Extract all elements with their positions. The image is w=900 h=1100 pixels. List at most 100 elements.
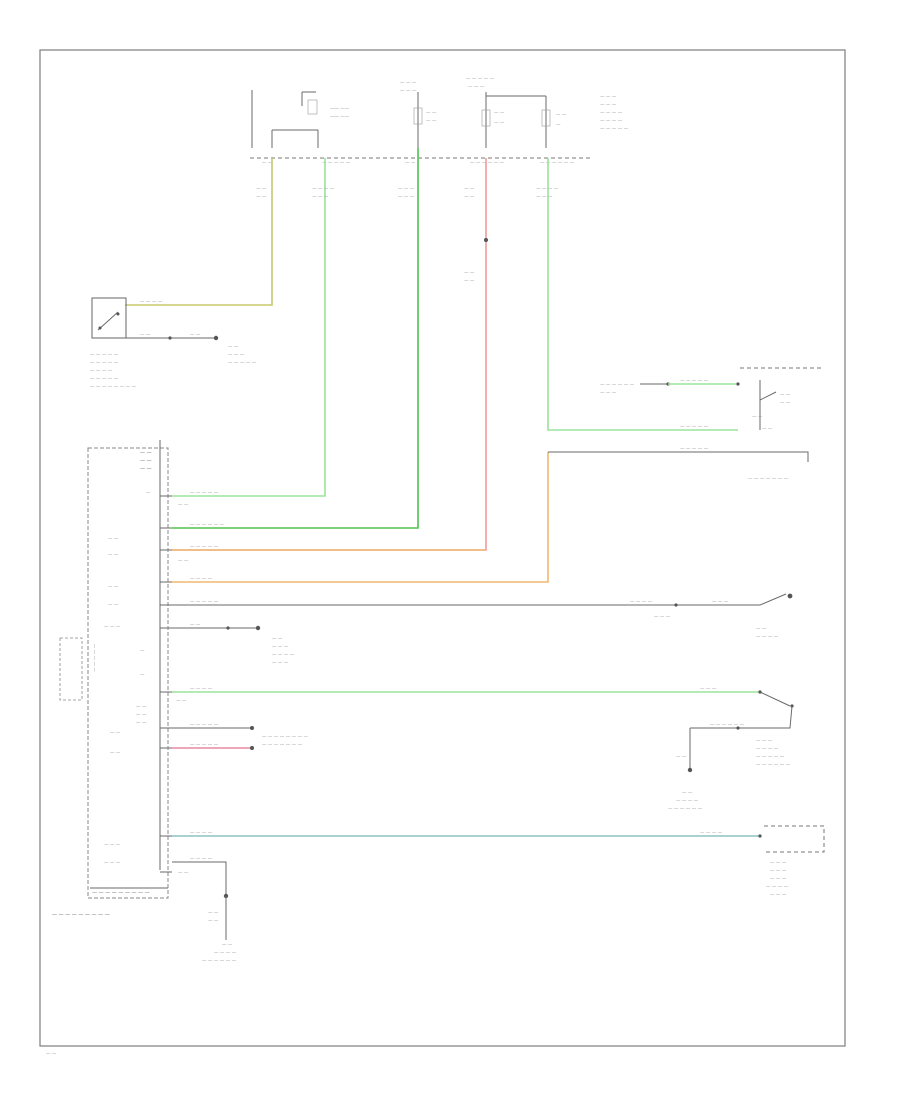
svg-text:— —: — — bbox=[110, 751, 121, 756]
svg-text:— —: — — bbox=[190, 333, 201, 338]
svg-text:— — — — — —: — — — — — — bbox=[190, 523, 225, 528]
svg-text:— — —: — — — bbox=[272, 661, 289, 666]
svg-text:— —: — — bbox=[110, 731, 121, 736]
svg-text:— — —: — — — bbox=[104, 861, 121, 866]
svg-text:— —: — — bbox=[556, 113, 567, 118]
svg-text:— — — — —: — — — — — bbox=[190, 600, 219, 605]
svg-text:— — —: — — — bbox=[400, 81, 417, 86]
svg-text:—— ——: —— —— bbox=[330, 115, 350, 120]
svg-text:—: — bbox=[140, 673, 145, 678]
svg-text:— — —: — — — bbox=[228, 353, 245, 358]
svg-text:— —: — — bbox=[762, 427, 773, 432]
svg-text:— — —: — — — bbox=[770, 877, 787, 882]
svg-text:—: — bbox=[140, 649, 145, 654]
svg-text:— — —: — — — bbox=[272, 645, 289, 650]
svg-text:— — — —: — — — — bbox=[190, 831, 213, 836]
wire-orange: — — — — — — — — — — — bbox=[172, 452, 549, 583]
svg-text:— —: — — bbox=[178, 503, 189, 508]
svg-text:— — —: — — — bbox=[770, 893, 787, 898]
svg-text:— — — —: — — — — bbox=[214, 951, 237, 956]
svg-text:— — — —: — — — — bbox=[756, 747, 779, 752]
svg-text:— — —: — — — bbox=[712, 600, 729, 605]
svg-text:— — —: — — — bbox=[398, 187, 415, 192]
wire-gray-horizontal: — — — — — — — — — — — — — — — bbox=[172, 600, 760, 620]
svg-text:— — — —: — — — — bbox=[536, 187, 559, 192]
svg-text:— — —: — — — bbox=[700, 687, 717, 692]
svg-text:— —: — — bbox=[228, 345, 239, 350]
svg-text:— — — — —: — — — — — bbox=[93, 643, 98, 672]
right-switch-top: — — — — — — — — — — — — — — — — — — — — … bbox=[600, 367, 824, 432]
svg-text:— — —: — — — bbox=[400, 89, 417, 94]
svg-text:— — —: — — — bbox=[770, 869, 787, 874]
svg-text:— — — — —: — — — — — bbox=[680, 425, 709, 430]
svg-text:— — — —: — — — — bbox=[756, 635, 779, 640]
wire-yellow-green: — — — — — — — — bbox=[125, 158, 273, 306]
svg-text:— — — —: — — — — bbox=[630, 600, 653, 605]
svg-text:— — —: — — — bbox=[600, 391, 617, 396]
svg-text:— — — — — — — — —: — — — — — — — — — bbox=[92, 890, 150, 896]
svg-text:— — —: — — — bbox=[600, 95, 617, 100]
wire-short-pink: — — — — — — — — — — — — — — — — — — — — … bbox=[172, 723, 309, 750]
right-switch-door: — — — — — — bbox=[756, 593, 793, 640]
wire-green: — — — — — — — — — — — — bbox=[172, 148, 419, 529]
svg-text:— — — — — —: — — — — — — bbox=[470, 161, 505, 166]
svg-text:— —: — — bbox=[108, 585, 119, 590]
svg-text:— —: — — bbox=[494, 121, 505, 126]
svg-text:— —: — — bbox=[262, 161, 273, 166]
svg-text:— — — — —: — — — — — bbox=[756, 755, 785, 760]
svg-text:— — —: — — — bbox=[104, 625, 121, 630]
svg-text:— —: — — bbox=[780, 401, 791, 406]
svg-text:— — — — — — —: — — — — — — — bbox=[748, 477, 789, 482]
svg-text:— — — — — —: — — — — — — bbox=[756, 763, 791, 768]
svg-text:— —: — — bbox=[256, 187, 267, 192]
svg-text:— —: — — bbox=[676, 755, 687, 760]
wire-light-green-3: — — — — — — — — — bbox=[172, 687, 760, 704]
svg-text:— — — —: — — — — bbox=[190, 687, 213, 692]
svg-text:— —: — — bbox=[108, 537, 119, 542]
svg-text:— —: — — bbox=[780, 393, 791, 398]
svg-text:— —: — — bbox=[190, 623, 201, 628]
svg-text:— — — — —: — — — — — bbox=[90, 353, 119, 358]
svg-text:— —: — — bbox=[136, 705, 147, 710]
svg-text:— —: — — bbox=[176, 699, 187, 704]
svg-text:— — — —: — — — — bbox=[700, 831, 723, 836]
svg-text:— — — —: — — — — bbox=[190, 857, 213, 862]
diagram-frame bbox=[39, 49, 846, 1047]
svg-text:— —: — — bbox=[108, 603, 119, 608]
svg-text:— —: — — bbox=[222, 943, 233, 948]
svg-text:— — — —: — — — — bbox=[766, 885, 789, 890]
svg-text:— — — —: — — — — bbox=[676, 799, 699, 804]
svg-text:— — — — — — — —: — — — — — — — — bbox=[262, 735, 309, 740]
svg-text:— — —: — — — bbox=[600, 103, 617, 108]
svg-text:— —: — — bbox=[464, 271, 475, 276]
svg-text:— — — — —: — — — — — bbox=[680, 379, 709, 384]
svg-text:— — — — —: — — — — — bbox=[90, 361, 119, 366]
svg-text:— — — — —: — — — — — bbox=[322, 161, 351, 166]
svg-text:— —: — — bbox=[140, 333, 151, 338]
svg-text:— — — — —: — — — — — bbox=[466, 77, 495, 82]
svg-text:— — —: — — — bbox=[654, 615, 671, 620]
wire-teal: — — — — — — — — bbox=[172, 831, 760, 837]
wire-pink: — — — — — — — — bbox=[172, 158, 488, 551]
svg-text:— — —: — — — bbox=[398, 195, 415, 200]
power-distribution-area: —— —— —— —— — — — — — — — — — — — — — — … bbox=[250, 77, 629, 166]
svg-text:— — — —: — — — — bbox=[90, 369, 113, 374]
svg-text:— — — — —: — — — — — bbox=[190, 491, 219, 496]
svg-text:— —: — — bbox=[140, 450, 152, 456]
svg-text:— —: — — bbox=[752, 415, 763, 420]
svg-text:— — —: — — — bbox=[536, 195, 553, 200]
svg-text:— — —: — — — bbox=[770, 861, 787, 866]
svg-text:— — — —: — — — — bbox=[140, 300, 163, 305]
svg-text:— — — — —: — — — — — bbox=[680, 447, 709, 452]
svg-text:— —: — — bbox=[136, 713, 147, 718]
svg-text:— — — — —: — — — — — bbox=[190, 545, 219, 550]
svg-text:— —: — — bbox=[464, 279, 475, 284]
svg-text:— —: — — bbox=[756, 627, 767, 632]
wire-light-green-1: — — — — — — — — — — — — — — bbox=[172, 158, 335, 508]
door-switch-component: — — — — — — — — — — — — — — — — — — — — … bbox=[90, 297, 257, 390]
svg-text:— — — — —: — — — — — bbox=[600, 127, 629, 132]
svg-text:— — — — — —: — — — — — — bbox=[600, 383, 635, 388]
right-component-bottom: — — — — — — — — — — — — — — — — bbox=[758, 825, 825, 898]
svg-text:—: — bbox=[556, 123, 561, 128]
